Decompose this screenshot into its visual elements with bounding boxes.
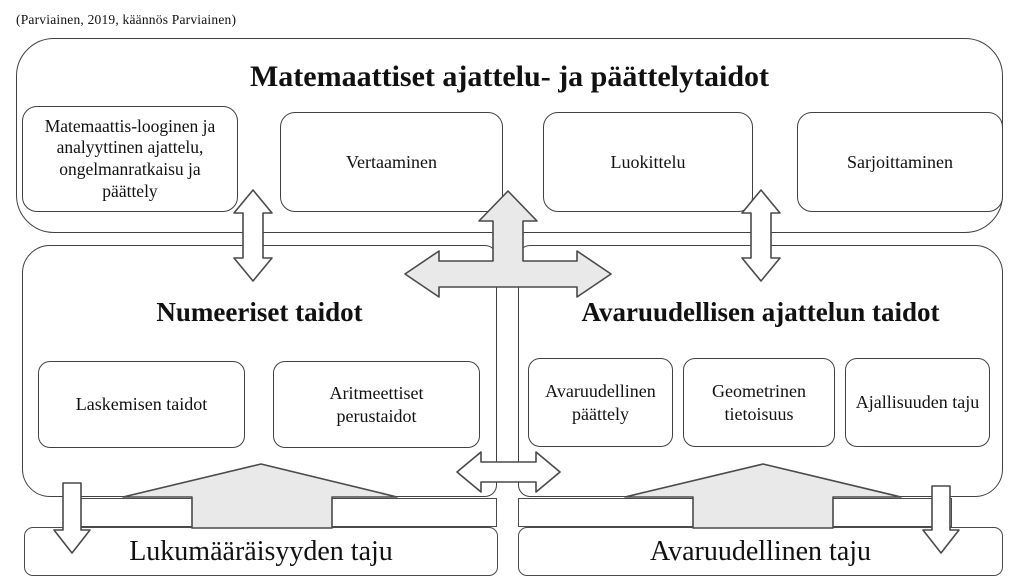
- top-section-title: Matemaattiset ajattelu- ja päättelytaido…: [249, 60, 769, 93]
- box-geometric-awareness: Geometrinen tietoisuus: [683, 358, 835, 447]
- box-classification: Luokittelu: [543, 112, 753, 212]
- spatial-section-title: Avaruudellisen ajattelun taidot: [581, 297, 940, 327]
- box-seriation: Sarjoittaminen: [797, 112, 1003, 212]
- connector-strip-right: [518, 498, 952, 527]
- box-mathematical-logical-thinking: Matemaattis-looginen ja analyyttinen aja…: [22, 106, 238, 212]
- box-number-sense: Lukumääräisyyden taju: [24, 527, 498, 576]
- box-spatial-reasoning: Avaruudellinen päättely: [528, 358, 673, 447]
- box-sense-of-time: Ajallisuuden taju: [845, 358, 990, 447]
- box-spatial-sense: Avaruudellinen taju: [518, 527, 1003, 576]
- citation-text: (Parviainen, 2019, käännös Parviainen): [16, 12, 237, 27]
- box-basic-arithmetic-skills: Aritmeettiset perustaidot: [273, 361, 480, 448]
- box-counting-skills: Laskemisen taidot: [38, 361, 245, 448]
- connector-strip-left: [63, 498, 497, 527]
- numeric-section-title: Numeeriset taidot: [156, 297, 363, 327]
- box-comparing: Vertaaminen: [280, 112, 503, 212]
